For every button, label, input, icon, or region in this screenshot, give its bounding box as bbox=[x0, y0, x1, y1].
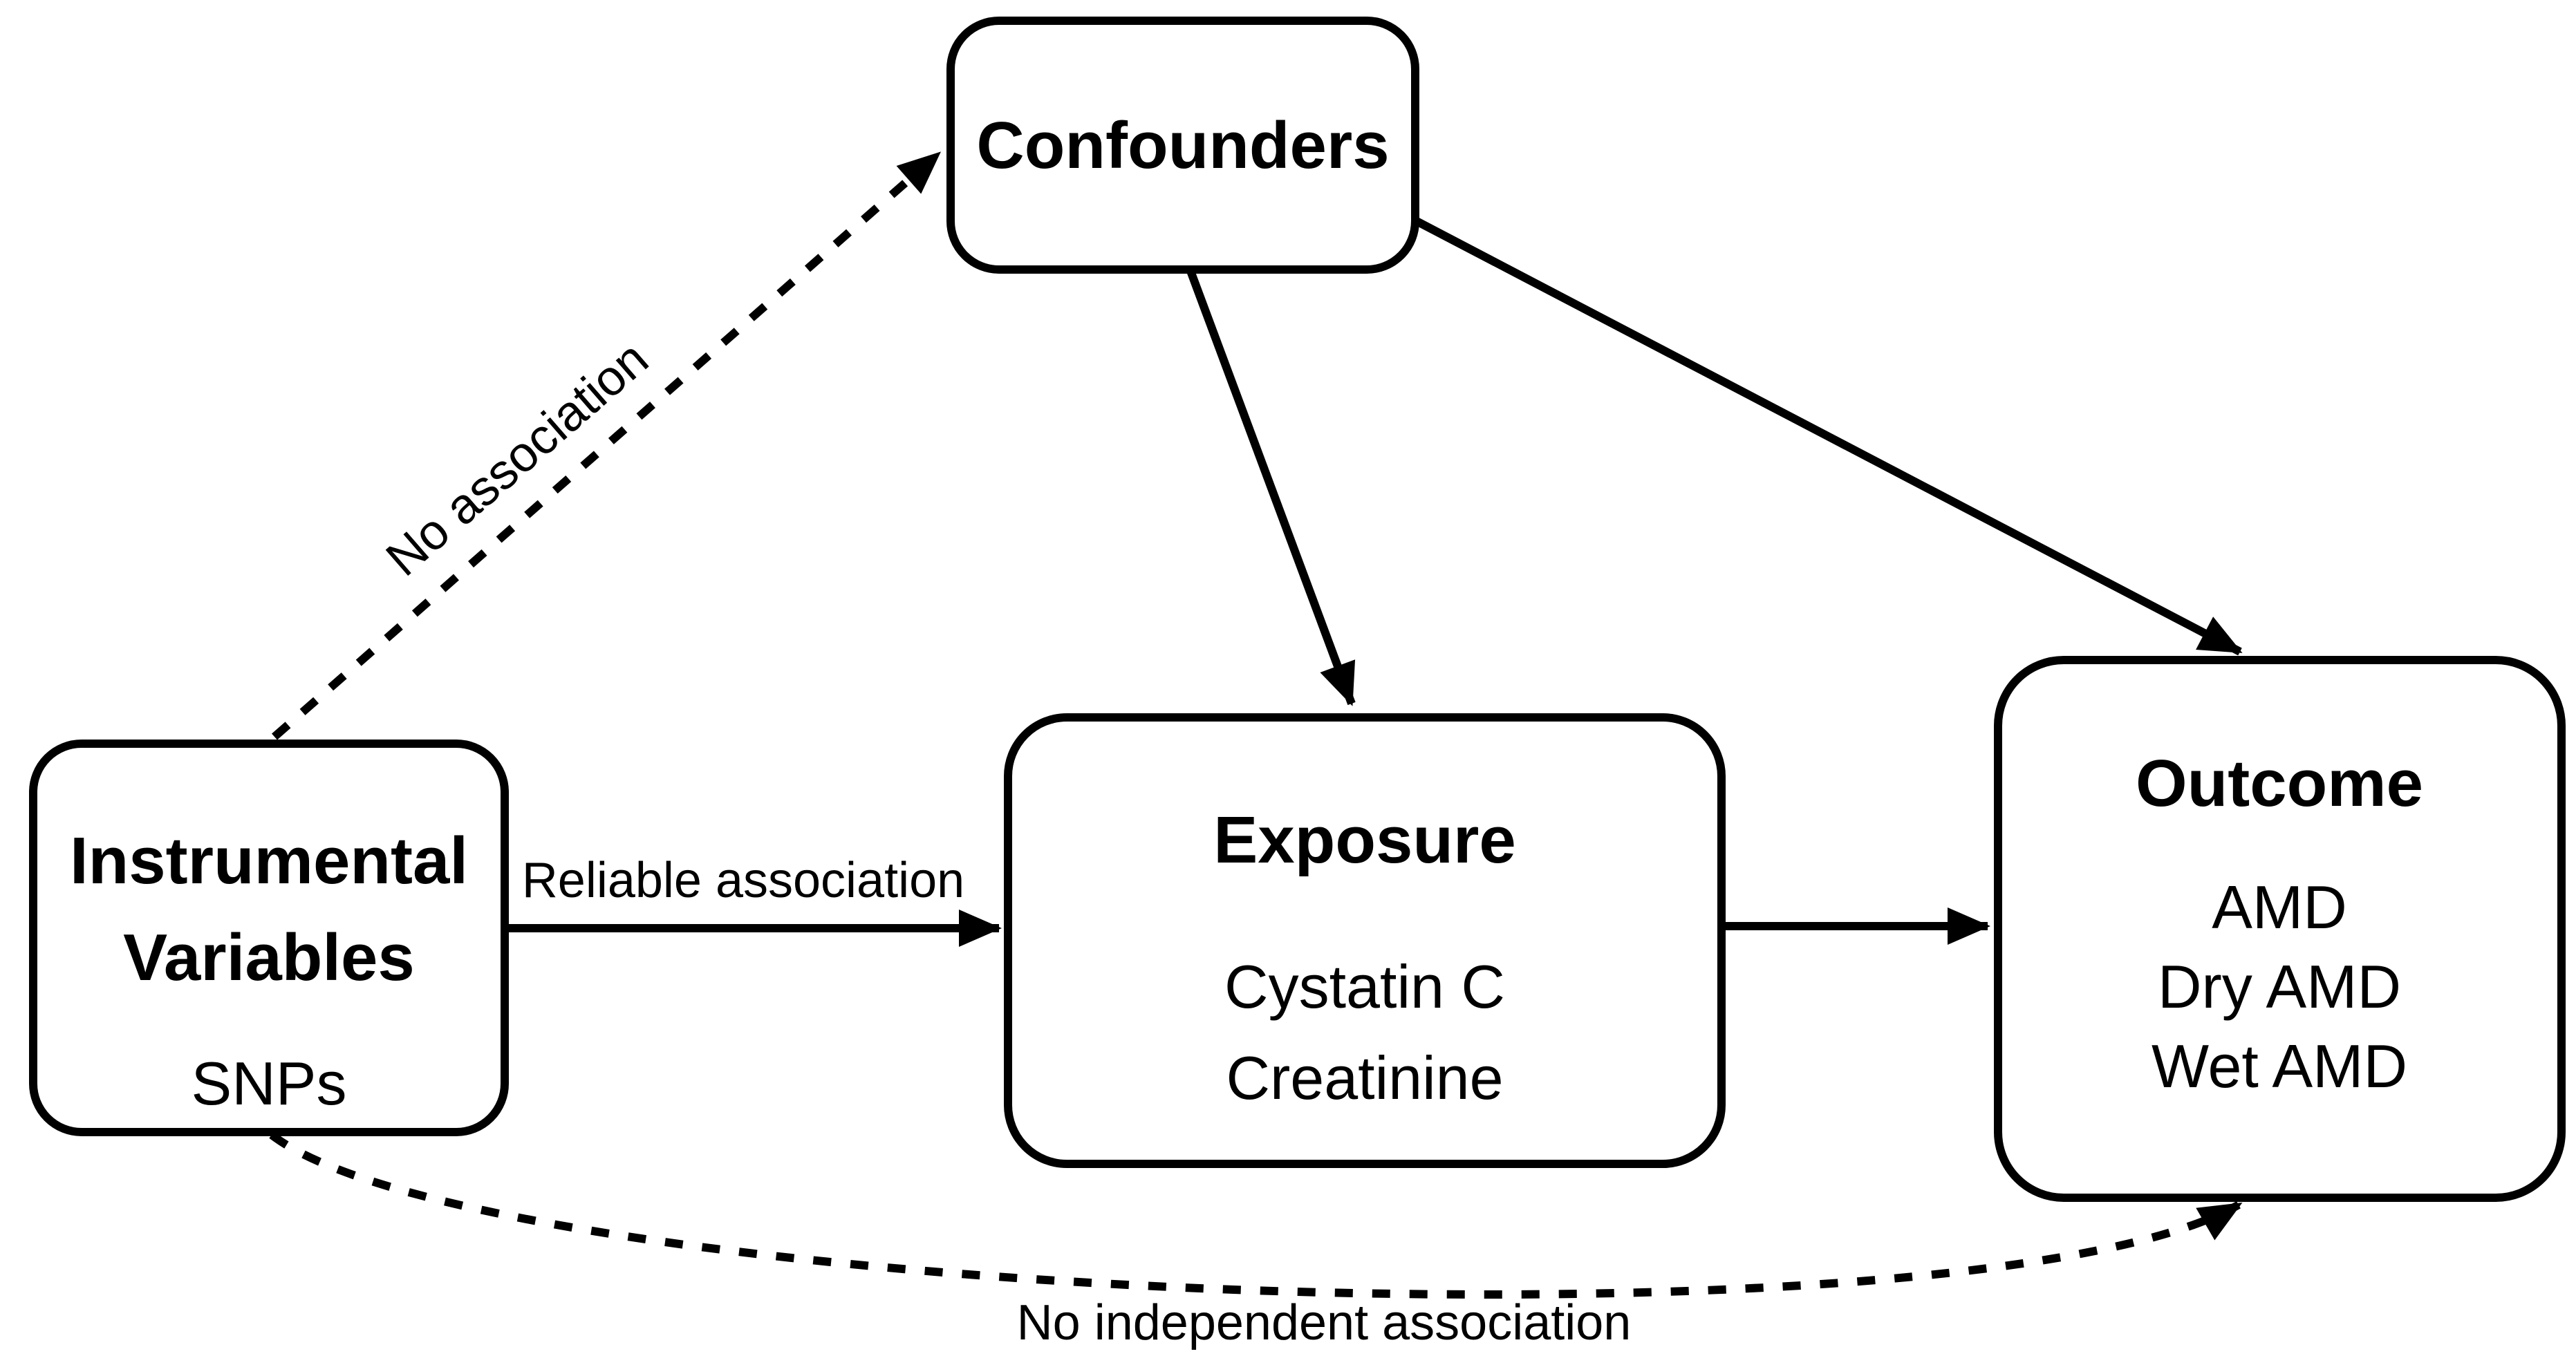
node-outcome: Outcome AMD Dry AMD Wet AMD bbox=[1994, 656, 2566, 1202]
node-exposure: Exposure Cystatin C Creatinine bbox=[1004, 713, 1726, 1168]
edge-label-reliable-association: Reliable association bbox=[522, 853, 964, 908]
node-exposure-item: Creatinine bbox=[1226, 1044, 1503, 1112]
edge-confounders-to-exposure bbox=[1186, 269, 1356, 706]
node-outcome-item: AMD bbox=[2212, 873, 2347, 941]
node-exposure-title: Exposure bbox=[1213, 803, 1515, 877]
node-exposure-box bbox=[1004, 713, 1726, 1168]
node-outcome-item: Dry AMD bbox=[2158, 952, 2401, 1021]
node-instrumental-variables-title-line1: Instrumental bbox=[70, 824, 468, 898]
node-instrumental-variables-subtitle: SNPs bbox=[192, 1049, 347, 1118]
edge-label-no-association: No association bbox=[376, 331, 659, 587]
edge-iv-to-outcome bbox=[269, 1131, 2243, 1299]
node-instrumental-variables-box bbox=[29, 740, 509, 1136]
node-outcome-box bbox=[1994, 656, 2566, 1202]
node-confounders: Confounders bbox=[946, 17, 1419, 274]
edge-label-no-independent-association: No independent association bbox=[1017, 1295, 1632, 1350]
edge-confounders-to-outcome bbox=[1415, 217, 2243, 656]
node-instrumental-variables: Instrumental Variables SNPs bbox=[29, 740, 509, 1136]
node-confounders-box bbox=[946, 17, 1419, 274]
node-outcome-title: Outcome bbox=[2136, 746, 2423, 820]
edge-iv-to-confounders bbox=[272, 150, 942, 740]
node-outcome-item: Wet AMD bbox=[2152, 1032, 2407, 1100]
node-instrumental-variables-title-line2: Variables bbox=[123, 921, 415, 995]
node-exposure-item: Cystatin C bbox=[1224, 952, 1505, 1021]
node-confounders-title: Confounders bbox=[976, 109, 1389, 182]
